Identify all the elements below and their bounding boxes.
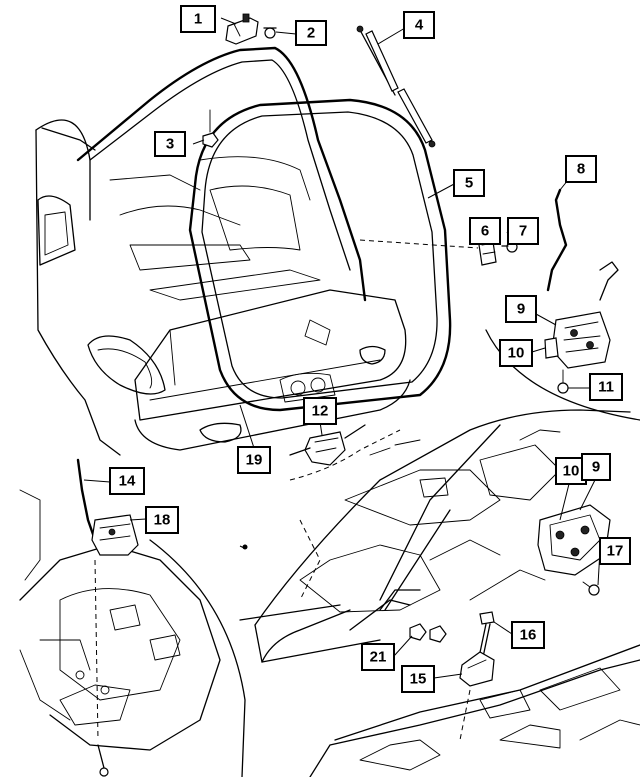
nut-pair bbox=[409, 623, 447, 643]
latch-screw-upper bbox=[557, 369, 569, 394]
vehicle-body-illustration bbox=[35, 46, 411, 456]
callout-3-label: 3 bbox=[166, 136, 174, 153]
callout-12: 12 bbox=[303, 397, 337, 425]
callout-3: 3 bbox=[154, 131, 186, 157]
callout-14-label: 14 bbox=[119, 473, 136, 490]
callout-19-label: 19 bbox=[246, 452, 263, 469]
callout-11-label: 11 bbox=[598, 379, 614, 396]
hinge-bolt bbox=[263, 27, 277, 39]
liftgate-inner-panel bbox=[254, 409, 631, 663]
callout-10-lower-label: 10 bbox=[563, 463, 580, 480]
reference-dot bbox=[242, 544, 248, 550]
callout-9-lower: 9 bbox=[581, 453, 611, 481]
latch-screw-lower bbox=[582, 581, 600, 596]
liftgate-gas-prop-strut bbox=[356, 25, 436, 148]
liftgate-hinge bbox=[225, 13, 259, 45]
callout-5-label: 5 bbox=[465, 175, 473, 192]
callout-6-label: 6 bbox=[481, 223, 489, 240]
callout-16: 16 bbox=[511, 621, 545, 649]
callout-12-label: 12 bbox=[312, 403, 329, 420]
hinge-nut bbox=[202, 109, 219, 148]
callout-6: 6 bbox=[469, 217, 501, 245]
liftgate-striker bbox=[459, 651, 495, 741]
callout-1-label: 1 bbox=[194, 11, 202, 28]
callout-7: 7 bbox=[507, 217, 539, 245]
callout-11: 11 bbox=[589, 373, 623, 401]
callout-9-upper: 9 bbox=[505, 295, 537, 323]
latch-control-rod bbox=[546, 188, 619, 301]
lower-body-panel bbox=[309, 644, 640, 777]
callout-15: 15 bbox=[401, 665, 435, 693]
callout-18-label: 18 bbox=[154, 512, 171, 529]
callout-2-label: 2 bbox=[307, 25, 315, 42]
callout-2: 2 bbox=[295, 20, 327, 46]
callout-19: 19 bbox=[237, 446, 271, 474]
callout-21-label: 21 bbox=[370, 649, 387, 666]
callout-10-upper-label: 10 bbox=[508, 345, 525, 362]
detail-circle-lower-left bbox=[19, 458, 341, 777]
callout-9-upper-label: 9 bbox=[517, 301, 525, 318]
callout-7-label: 7 bbox=[519, 223, 527, 240]
callout-8-label: 8 bbox=[577, 161, 585, 178]
callout-15-label: 15 bbox=[410, 671, 427, 688]
liftgate-latch-upper bbox=[544, 311, 611, 369]
callout-9-lower-label: 9 bbox=[592, 459, 600, 476]
callout-4-label: 4 bbox=[415, 17, 424, 34]
callout-21: 21 bbox=[361, 643, 395, 671]
callout-16-label: 16 bbox=[520, 627, 537, 644]
callout-10-upper: 10 bbox=[499, 339, 533, 367]
callout-17-label: 17 bbox=[607, 543, 624, 560]
callout-4: 4 bbox=[403, 11, 435, 39]
detail-circle-arc-upper bbox=[485, 329, 640, 421]
callout-8: 8 bbox=[565, 155, 597, 183]
callout-17: 17 bbox=[599, 537, 631, 565]
liftgate-latch-lower bbox=[537, 504, 611, 576]
callout-1: 1 bbox=[180, 5, 216, 33]
callout-18: 18 bbox=[145, 506, 179, 534]
callout-14: 14 bbox=[109, 467, 145, 495]
callout-5: 5 bbox=[453, 169, 485, 197]
liftgate-weatherstrip-seal bbox=[188, 98, 452, 412]
